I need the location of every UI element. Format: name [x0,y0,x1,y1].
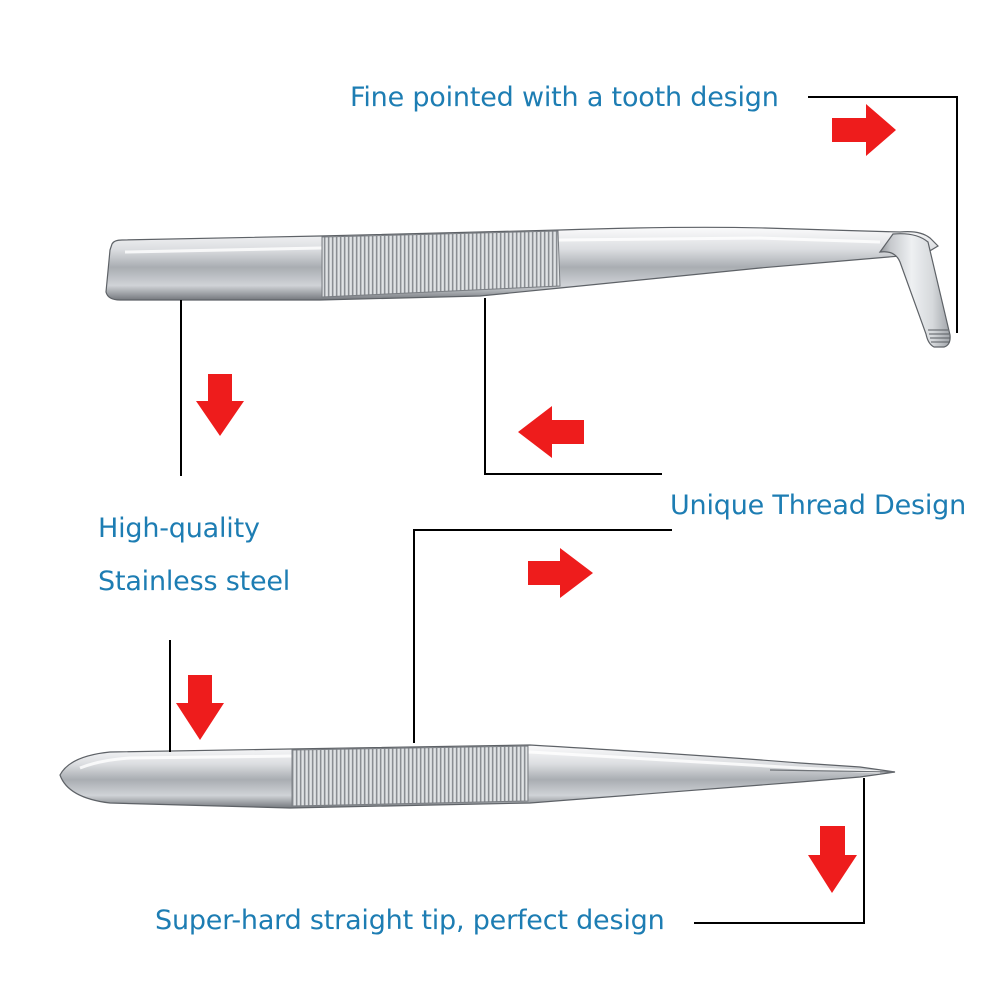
arrow-down-icon [176,675,224,740]
straight-tip-tweezers [59,744,896,809]
label-fine-pointed: Fine pointed with a tooth design [350,82,779,113]
label-high-quality: High-quality [98,513,260,544]
label-stainless-steel: Stainless steel [98,566,291,597]
straight-tweezers-grip [291,745,529,807]
arrow-right-icon [528,548,593,598]
leader-line-super-hard-tip [694,778,865,924]
arrow-right-icon [832,104,896,156]
leader-line-fine-pointed [808,96,958,333]
leader-line-unique-thread-bottom [413,529,672,743]
label-super-hard-tip: Super-hard straight tip, perfect design [155,905,665,936]
leader-line-unique-thread-top [484,298,662,475]
arrow-down-icon [808,826,857,893]
arrow-down-icon [196,374,244,436]
leader-lines [169,96,958,924]
curved-tweezers-bent-tip [878,233,951,348]
label-unique-thread: Unique Thread Design [670,490,967,521]
curved-tweezers-grip [321,230,561,298]
curved-tip-tweezers [105,226,951,348]
arrow-left-icon [518,406,584,458]
